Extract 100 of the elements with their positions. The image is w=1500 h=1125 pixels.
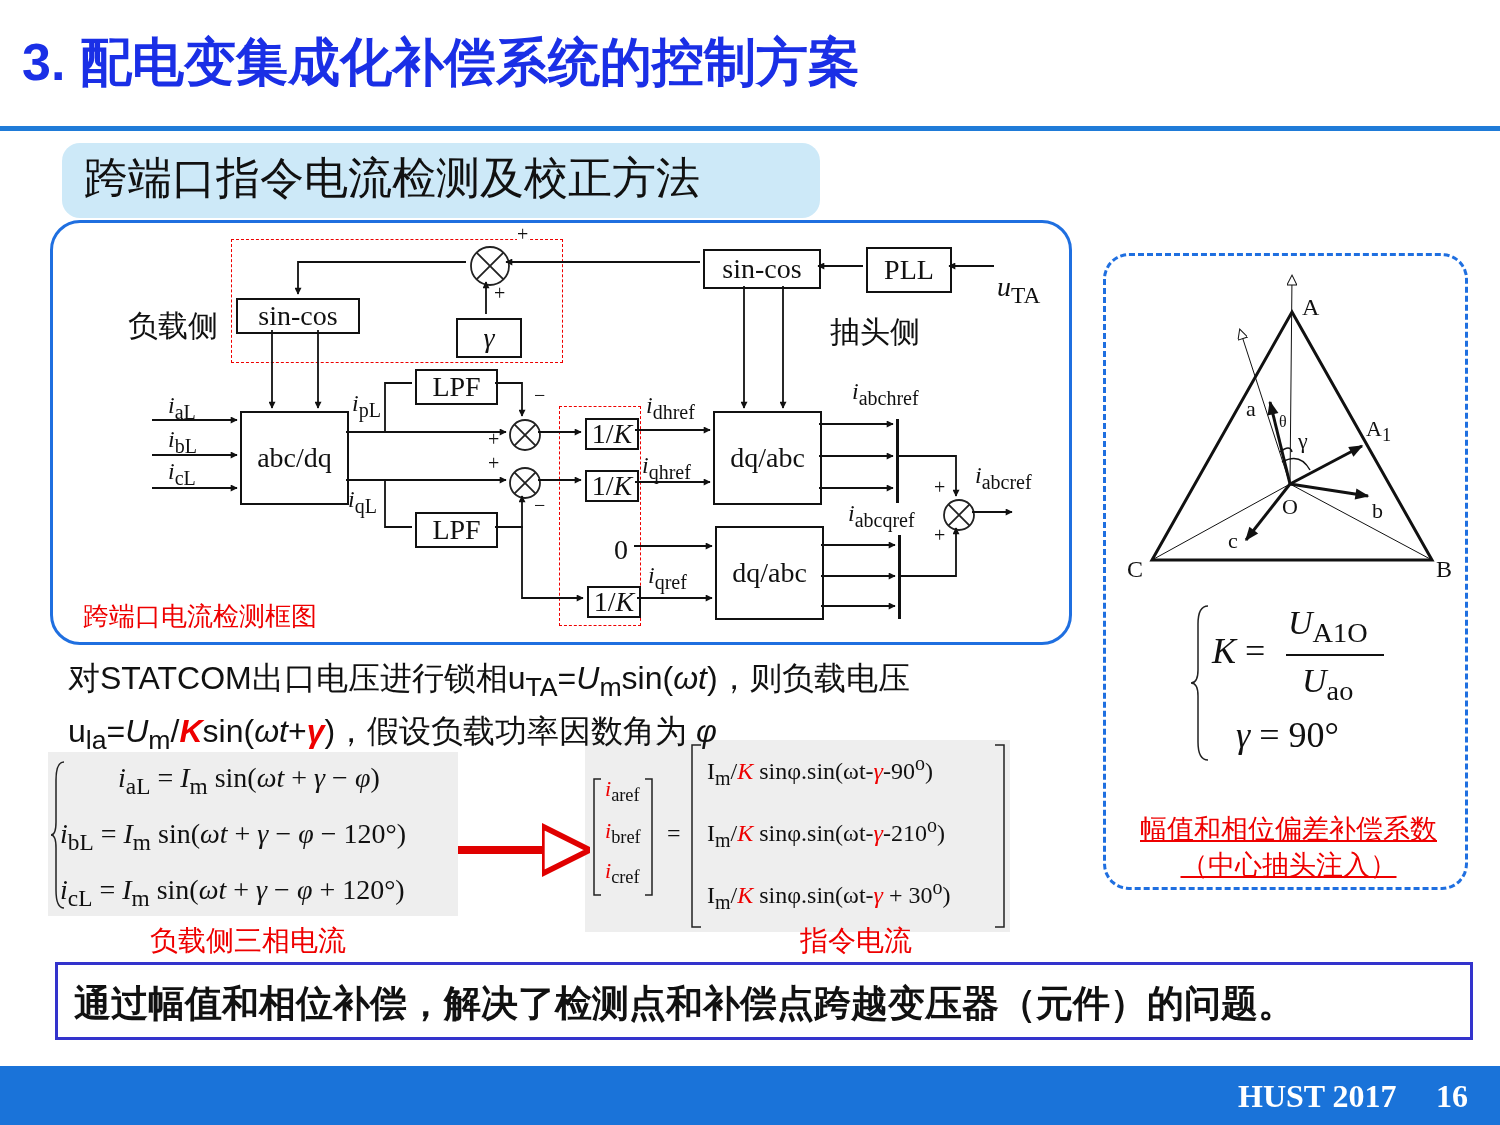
phasor-label: c xyxy=(1228,528,1238,554)
sign-label: + xyxy=(488,428,500,451)
block-label: sin-cos xyxy=(258,300,338,332)
equation-text: = xyxy=(667,820,681,847)
dashed-group-frame xyxy=(231,239,563,363)
sign-label: − xyxy=(534,384,546,407)
formula-text: U$_{A1O}$ xyxy=(1288,604,1368,649)
side-label: 抽头侧 xyxy=(830,314,920,350)
angle-label: θ xyxy=(1279,414,1287,430)
dashed-group-frame xyxy=(559,406,641,626)
arrow xyxy=(151,451,238,459)
edge-label: i$_{qhref}$ xyxy=(642,452,691,484)
arrow xyxy=(818,420,894,428)
vertex-label: B xyxy=(1436,556,1452,583)
edge-label: i$_{abcref}$ xyxy=(975,462,1032,494)
conclusion-box xyxy=(55,962,1473,1040)
arrow xyxy=(636,594,713,602)
process-block xyxy=(703,249,821,289)
summing-junction xyxy=(943,499,975,531)
equation-text: i$_{aref}$ xyxy=(605,776,640,807)
edge-label: i$_{pL}$ xyxy=(352,390,381,422)
formula-text: γ = 90° xyxy=(1236,714,1339,756)
edge-label: i$_{cL}$ xyxy=(168,458,196,490)
process-block xyxy=(585,418,639,450)
arrow xyxy=(494,382,526,417)
block-label: sin-cos xyxy=(722,253,802,285)
arrow xyxy=(633,542,713,550)
arrow xyxy=(820,602,896,610)
edge-label: i$_{qref}$ xyxy=(648,562,687,594)
process-block xyxy=(236,298,360,334)
equation-panel xyxy=(48,752,458,916)
process-block xyxy=(587,586,641,618)
dashed-panel-frame xyxy=(1103,253,1468,890)
edge-label: i$_{bL}$ xyxy=(168,426,197,458)
process-block xyxy=(415,512,498,548)
diagram-caption: 跨端口电流检测框图 xyxy=(83,600,317,633)
caption-text: 指令电流 xyxy=(800,924,912,958)
bus-bar xyxy=(896,419,899,503)
arrow xyxy=(268,329,276,409)
sign-label: − xyxy=(534,494,546,517)
process-block xyxy=(456,318,522,358)
bus-bar xyxy=(898,535,901,619)
signal-label: i$_{abcqref}$ xyxy=(848,500,915,532)
arrow xyxy=(971,508,1013,516)
process-block xyxy=(415,369,498,405)
block-label: abc/dq xyxy=(257,442,332,474)
arrow xyxy=(817,262,864,270)
arrow xyxy=(505,258,701,266)
vertex-label: C xyxy=(1127,556,1143,583)
footer-text: HUST 2017 xyxy=(1238,1078,1397,1115)
point-label: O xyxy=(1282,494,1298,520)
equation-text: I$_{m}$/K sinφ.sin(ωt-γ-210$^{o}$) xyxy=(707,814,946,852)
sign-label: + xyxy=(494,282,506,305)
edge-label: i$_{dhref}$ xyxy=(646,392,695,424)
block-arrow xyxy=(458,823,593,877)
vertex-label: A xyxy=(1302,294,1320,321)
arrow xyxy=(818,452,894,460)
arrow xyxy=(314,329,322,409)
edge-label: i$_{aL}$ xyxy=(168,392,196,424)
block-label: 1/K xyxy=(591,470,633,502)
sign-label: + xyxy=(488,452,500,475)
arrow xyxy=(820,572,896,580)
signal-label: 0 xyxy=(614,534,638,566)
process-block xyxy=(715,526,824,620)
process-block xyxy=(866,247,952,293)
equation-text: i$_{aL}$ = I$_{m}$ sin(ωt + γ − φ) xyxy=(118,762,380,800)
page-number: 16 xyxy=(1436,1078,1468,1115)
block-label: dq/abc xyxy=(732,557,807,589)
section-heading-band xyxy=(62,143,820,218)
arrow xyxy=(151,484,238,492)
point-label: A$_{1}$ xyxy=(1366,416,1392,447)
arrow xyxy=(294,261,467,295)
connector-line xyxy=(345,479,413,528)
arrow xyxy=(634,426,711,434)
arrow xyxy=(151,416,238,424)
block-label: LPF xyxy=(432,371,481,403)
arrow xyxy=(537,428,582,436)
equation-text: i$_{bref}$ xyxy=(605,818,641,849)
process-block xyxy=(240,411,349,505)
block-label: 1/K xyxy=(593,586,635,618)
angle-label: γ xyxy=(1298,428,1308,454)
block-label: 1/K xyxy=(591,418,633,450)
phasor-label: b xyxy=(1372,498,1383,524)
sign-label: + xyxy=(934,476,946,499)
caption-text: 幅值和相位偏差补偿系数（中心抽头注入） xyxy=(1139,813,1438,882)
process-block xyxy=(585,470,639,502)
formula-text: U$_{ao}$ xyxy=(1302,662,1354,707)
edge-label: i$_{qL}$ xyxy=(348,486,377,518)
diagram-frame xyxy=(50,220,1072,645)
signal-label: u$_{TA}$ xyxy=(997,271,1047,307)
arrow xyxy=(494,526,584,602)
heading-text: 跨端口指令电流检测及校正方法 xyxy=(84,152,700,204)
formula-text: K = xyxy=(1212,630,1266,672)
equation-text: I$_{m}$/K sinφ.sin(ωt-γ + 30$^{o}$) xyxy=(707,876,951,914)
arrow xyxy=(779,285,787,409)
arrow xyxy=(820,541,896,549)
summing-junction xyxy=(509,467,541,499)
connector-line xyxy=(345,382,413,433)
block-label: LPF xyxy=(432,514,481,546)
sign-label: + xyxy=(934,524,946,547)
